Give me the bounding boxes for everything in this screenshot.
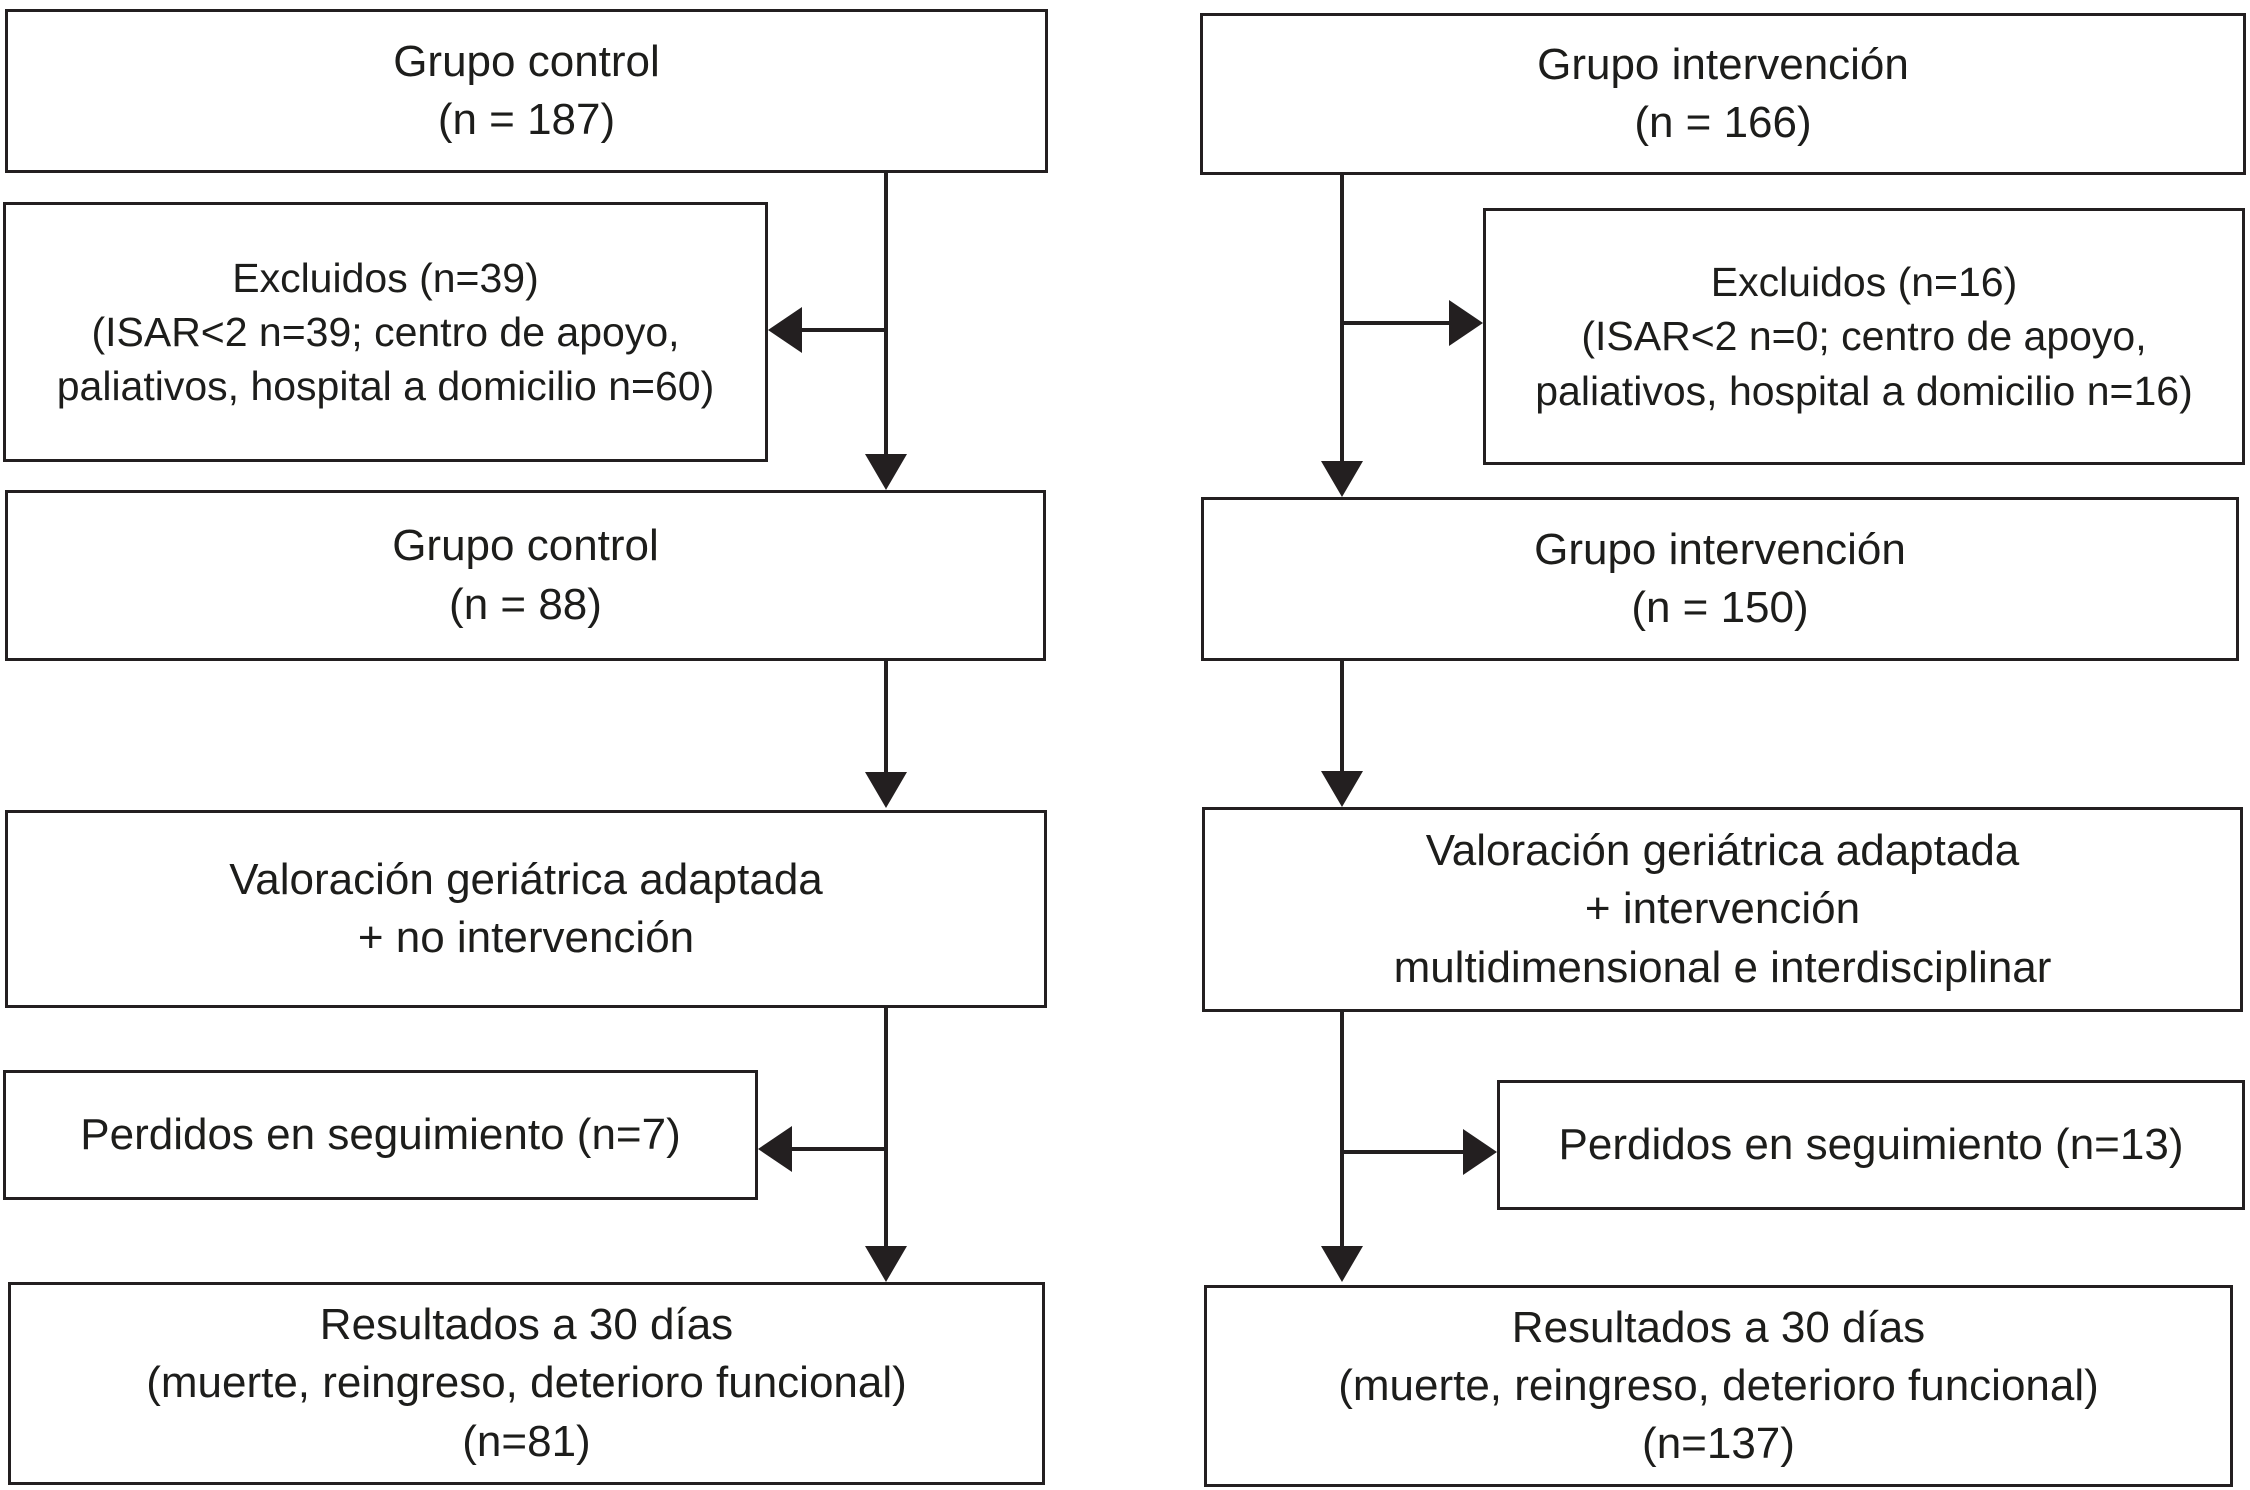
box-control-assessment: Valoración geriátrica adaptada + no inte… (5, 810, 1047, 1008)
control-arrowhead-to-excluded (768, 307, 802, 353)
control-arrowhead-to-lost (758, 1126, 792, 1172)
box-intervention-outcomes: Resultados a 30 días (muerte, reingreso,… (1204, 1285, 2233, 1487)
intervention-arrowhead-to-assessment (1321, 771, 1363, 807)
box-intervention-lost: Perdidos en seguimiento (n=13) (1497, 1080, 2245, 1210)
control-line-assessment-to-outcomes (884, 1008, 888, 1248)
control-branch-to-lost (792, 1147, 888, 1151)
box-intervention-enrolled: Grupo intervención (n = 166) (1200, 13, 2246, 175)
control-line-eligible-to-assessment (884, 661, 888, 773)
intervention-branch-to-lost (1342, 1150, 1468, 1154)
box-intervention-assessment: Valoración geriátrica adaptada + interve… (1202, 807, 2243, 1012)
intervention-arrowhead-to-outcomes (1321, 1246, 1363, 1282)
control-arrowhead-to-eligible (865, 454, 907, 490)
intervention-line-enrolled-to-eligible (1340, 175, 1344, 461)
control-arrowhead-to-outcomes (865, 1246, 907, 1282)
intervention-line-eligible-to-assessment (1340, 661, 1344, 771)
intervention-arrowhead-to-lost (1463, 1129, 1497, 1175)
intervention-arrowhead-to-excluded (1449, 300, 1483, 346)
box-control-eligible: Grupo control (n = 88) (5, 490, 1046, 661)
box-intervention-excluded: Excluidos (n=16) (ISAR<2 n=0; centro de … (1483, 208, 2245, 465)
control-arrowhead-to-assessment (865, 772, 907, 808)
control-branch-to-excluded (800, 328, 888, 332)
box-control-lost: Perdidos en seguimiento (n=7) (3, 1070, 758, 1200)
intervention-branch-to-excluded (1342, 321, 1452, 325)
intervention-line-assessment-to-outcomes (1340, 1012, 1344, 1246)
control-line-enrolled-to-eligible (884, 173, 888, 455)
box-control-excluded: Excluidos (n=39) (ISAR<2 n=39; centro de… (3, 202, 768, 462)
box-control-enrolled: Grupo control (n = 187) (5, 9, 1048, 173)
box-control-outcomes: Resultados a 30 días (muerte, reingreso,… (8, 1282, 1045, 1485)
box-intervention-eligible: Grupo intervención (n = 150) (1201, 497, 2239, 661)
intervention-arrowhead-to-eligible (1321, 461, 1363, 497)
